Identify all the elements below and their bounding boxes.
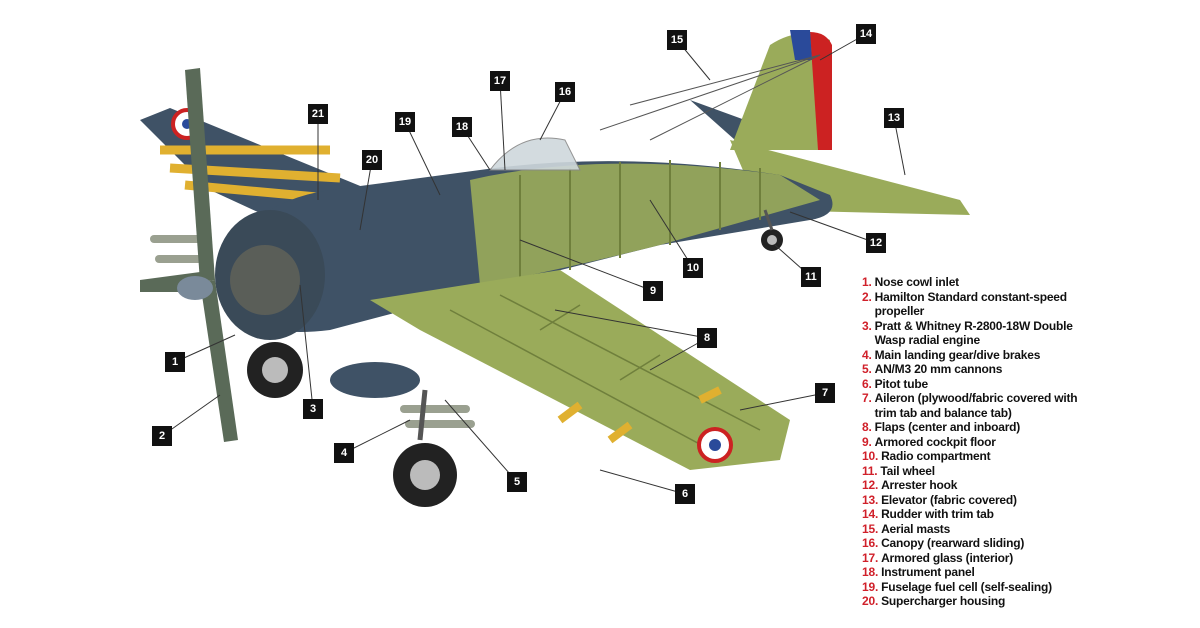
legend-text: Main landing gear/dive brakes xyxy=(874,347,1041,362)
legend-item: 3.Pratt & Whitney R-2800-18W Double Wasp… xyxy=(862,319,1102,348)
legend-item: 10.Radio compartment xyxy=(862,449,1102,464)
legend-number: 19. xyxy=(862,579,879,594)
callout-8: 8 xyxy=(697,328,717,348)
legend-number: 10. xyxy=(862,449,879,463)
legend-item: 2.Hamilton Standard constant-speed prope… xyxy=(862,290,1102,319)
legend-number: 3. xyxy=(862,318,872,333)
leader-lines xyxy=(161,33,906,495)
legend-item: 14.Rudder with trim tab xyxy=(862,507,1102,522)
callout-14: 14 xyxy=(856,24,876,44)
legend-item: 16.Canopy (rearward sliding) xyxy=(862,536,1102,551)
legend-text: Aileron (plywood/fabric covered with tri… xyxy=(874,391,1078,420)
legend-text: Flaps (center and inboard) xyxy=(874,420,1021,434)
legend-text: Tail wheel xyxy=(880,463,935,478)
legend-item: 18.Instrument panel xyxy=(862,565,1102,580)
legend-number: 9. xyxy=(862,434,872,449)
legend-number: 12. xyxy=(862,478,879,492)
callout-7: 7 xyxy=(815,383,835,403)
drop-tank xyxy=(330,362,420,398)
legend-text: Supercharger housing xyxy=(881,594,1006,608)
callout-13: 13 xyxy=(884,108,904,128)
legend-text: Rudder with trim tab xyxy=(881,507,994,521)
legend-item: 7.Aileron (plywood/fabric covered with t… xyxy=(862,391,1102,420)
legend-item: 8.Flaps (center and inboard) xyxy=(862,420,1102,435)
legend-text: Instrument panel xyxy=(881,565,975,579)
legend-text: Radio compartment xyxy=(881,449,991,463)
legend-text: Hamilton Standard constant-speed propell… xyxy=(874,289,1067,319)
legend-text: Armored cockpit floor xyxy=(874,434,996,449)
callout-16: 16 xyxy=(555,82,575,102)
legend-item: 20.Supercharger housing xyxy=(862,594,1102,609)
legend-text: Arrester hook xyxy=(881,478,958,492)
right-wing xyxy=(370,270,790,470)
callout-19: 19 xyxy=(395,112,415,132)
legend-text: Pratt & Whitney R-2800-18W Double Wasp r… xyxy=(874,318,1073,348)
callout-6: 6 xyxy=(675,484,695,504)
legend-text: Canopy (rearward sliding) xyxy=(881,536,1025,550)
legend-number: 8. xyxy=(862,420,872,434)
canopy xyxy=(488,137,581,171)
callout-2: 2 xyxy=(152,426,172,446)
legend-text: Fuselage fuel cell (self-sealing) xyxy=(881,579,1052,594)
callout-3: 3 xyxy=(303,399,323,419)
legend-number: 13. xyxy=(862,492,879,507)
callout-20: 20 xyxy=(362,150,382,170)
legend-number: 11. xyxy=(862,463,878,478)
legend-number: 18. xyxy=(862,565,879,579)
legend-number: 5. xyxy=(862,362,872,376)
legend-item: 1.Nose cowl inlet xyxy=(862,275,1102,290)
callout-12: 12 xyxy=(866,233,886,253)
callout-10: 10 xyxy=(683,258,703,278)
legend-text: Elevator (fabric covered) xyxy=(881,492,1017,507)
callout-21: 21 xyxy=(308,104,328,124)
legend-item: 12.Arrester hook xyxy=(862,478,1102,493)
legend-number: 2. xyxy=(862,289,872,304)
legend-item: 9.Armored cockpit floor xyxy=(862,435,1102,450)
legend-number: 15. xyxy=(862,521,879,536)
legend-text: Aerial masts xyxy=(881,521,951,536)
legend-number: 17. xyxy=(862,550,879,565)
legend-item: 15.Aerial masts xyxy=(862,522,1102,537)
legend-item: 19.Fuselage fuel cell (self-sealing) xyxy=(862,580,1102,595)
callout-9: 9 xyxy=(643,281,663,301)
callout-5: 5 xyxy=(507,472,527,492)
callout-4: 4 xyxy=(334,443,354,463)
legend-item: 5.AN/M3 20 mm cannons xyxy=(862,362,1102,377)
callout-11: 11 xyxy=(801,267,821,287)
legend-item: 11.Tail wheel xyxy=(862,464,1102,479)
legend-number: 16. xyxy=(862,536,879,550)
legend-item: 17.Armored glass (interior) xyxy=(862,551,1102,566)
legend-number: 6. xyxy=(862,376,872,391)
legend-item: 6.Pitot tube xyxy=(862,377,1102,392)
legend-item: 4.Main landing gear/dive brakes xyxy=(862,348,1102,363)
legend-number: 4. xyxy=(862,347,872,362)
legend-text: Pitot tube xyxy=(874,376,929,391)
callout-1: 1 xyxy=(165,352,185,372)
legend-text: AN/M3 20 mm cannons xyxy=(874,362,1003,376)
legend-text: Nose cowl inlet xyxy=(874,275,960,289)
callout-17: 17 xyxy=(490,71,510,91)
legend-item: 13.Elevator (fabric covered) xyxy=(862,493,1102,508)
legend-text: Armored glass (interior) xyxy=(881,550,1013,565)
legend-number: 1. xyxy=(862,275,872,289)
legend-number: 14. xyxy=(862,507,879,521)
legend-number: 7. xyxy=(862,391,872,405)
legend-number: 20. xyxy=(862,594,879,608)
callout-15: 15 xyxy=(667,30,687,50)
callout-18: 18 xyxy=(452,117,472,137)
